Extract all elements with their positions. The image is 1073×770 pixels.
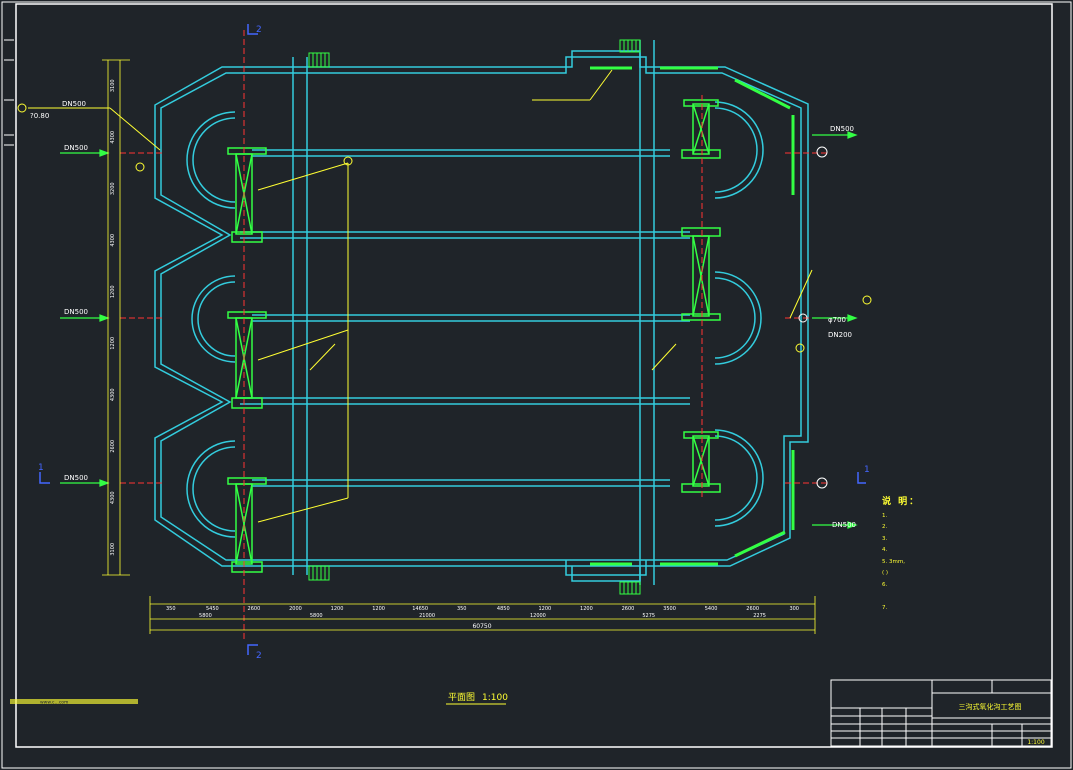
title-block [830, 679, 1052, 747]
footer-watermark-text: www.c...com [40, 701, 68, 706]
dimension-left-0: 3100 [110, 79, 116, 92]
section-mark-2-bottom: 2 [256, 651, 262, 661]
dimension-bottom-row2-4: 5275 [642, 613, 655, 619]
basin-inner-wall [160, 56, 802, 576]
dimension-bottom-row1-0: 350 [166, 606, 176, 612]
dimension-bottom-row2-2: 21000 [419, 613, 435, 619]
dimension-bottom-row1-6: 14650 [412, 606, 428, 612]
inlet-arrows [60, 131, 858, 529]
pipe-circles [798, 146, 828, 489]
note-line-8: 7. [882, 604, 888, 611]
callout-inlet-mid: DN500 [64, 308, 88, 316]
titleblock-scale: 1:100 [1027, 739, 1044, 746]
dimension-left-5: 1200 [110, 337, 116, 350]
dimension-bottom-row1-14: 2600 [746, 606, 759, 612]
dimension-left-3: 4300 [110, 234, 116, 247]
note-line-3: 4. [882, 547, 888, 553]
notes-heading: 说 明： [882, 497, 921, 507]
oxidation-ditch-outline [154, 50, 809, 582]
leader-lines [28, 69, 813, 523]
callout-outlet-mid-a: φ700 [828, 316, 846, 324]
centre-lines [120, 30, 830, 640]
note-line-5: ( ) [882, 570, 889, 576]
note-line-9 [882, 614, 1047, 626]
dimension-bottom-row1-10: 1200 [580, 606, 593, 612]
dimension-bottom-row1-11: 2600 [622, 606, 635, 612]
outlet-weirs [590, 66, 795, 566]
callout-inlet-bottom: DN500 [64, 474, 88, 482]
basin-outer-wall [154, 50, 809, 582]
channel-walls [240, 40, 690, 585]
dimension-left-7: 2600 [110, 440, 116, 453]
pipe-callouts: DN500 DN500 DN500 DN500 DN500 φ700 DN200… [30, 100, 856, 529]
left-margin-ticks [4, 39, 14, 146]
dimension-bottom-row1-12: 3500 [663, 606, 676, 612]
dimension-bottom-row2-5: 2275 [753, 613, 766, 619]
inner-frame-border [15, 3, 1053, 748]
callout-outlet-bottom: DN500 [832, 521, 856, 529]
dimension-bottom-row1-5: 1200 [372, 606, 385, 612]
dimension-bottom-row1-4: 1200 [331, 606, 344, 612]
note-line-7 [882, 591, 1047, 603]
note-line-4: 5. 3mm, [882, 558, 905, 565]
dimension-bottom-row2-1: 5800 [310, 613, 323, 619]
notes-lines: 1. 2. 3. 4. 5. 3mm, ( ) 6. 7. [882, 511, 1047, 626]
callout-outlet-top: DN500 [830, 125, 854, 133]
note-line-1: 2. [882, 524, 888, 530]
aerator-platforms [227, 99, 721, 573]
dimension-bottom-row1-3: 2000 [289, 606, 302, 612]
dimension-left-6: 4300 [110, 388, 116, 401]
footer-watermark-bar [10, 699, 138, 704]
dimension-bottom-row1-13: 5400 [705, 606, 718, 612]
callout-top-left-a: DN500 [62, 100, 86, 108]
dimension-left-2: 3200 [110, 182, 116, 195]
plan-scale: 1:100 [482, 693, 508, 703]
callout-outlet-mid-b: DN200 [828, 331, 852, 339]
dimension-bottom-row1-8: 4850 [497, 606, 510, 612]
titleblock-drawing-name: 三沟式氧化沟工艺图 [959, 702, 1022, 711]
dimension-bottom-row1-15: 300 [789, 606, 799, 612]
left-dimensions: 3100 4300 3200 4300 1200 1200 4300 2600 4300 3100 [110, 79, 116, 555]
callout-top-left-b: ?0.80 [30, 112, 49, 120]
bottom-dimension-lines [149, 596, 816, 634]
section-mark-1-left: 1 [38, 463, 44, 473]
note-line-6: 6. [882, 581, 888, 588]
dimension-bottom-row1-9: 1200 [538, 606, 551, 612]
section-markers [39, 24, 866, 655]
dimension-left-1: 4300 [110, 131, 116, 144]
section-mark-2-top: 2 [256, 25, 262, 35]
dimension-left-9: 3100 [110, 543, 116, 556]
design-notes: 说 明： 1. 2. 3. 4. 5. 3mm, ( ) 6. 7. [882, 497, 1047, 626]
right-baffles [714, 101, 764, 527]
dimension-total: 60750 [472, 623, 491, 630]
dimension-bottom-row2-0: 5800 [199, 613, 212, 619]
dimension-bottom-row1-1: 5450 [206, 606, 219, 612]
dimension-bottom-row1-2: 2600 [248, 606, 261, 612]
left-dimension-lines [102, 59, 130, 576]
balloon-markers [17, 103, 872, 353]
left-baffles [186, 111, 236, 538]
note-line-0: 1. [882, 512, 888, 519]
section-mark-1-right: 1 [864, 465, 870, 475]
callout-inlet-top: DN500 [64, 144, 88, 152]
dimension-bottom-row1-7: 350 [457, 606, 467, 612]
plan-label: 平面图 [448, 692, 475, 703]
stair-hatches [308, 39, 641, 595]
dimension-bottom-row2-3: 12000 [530, 613, 546, 619]
dimension-left-4: 1200 [110, 285, 116, 298]
dimension-left-8: 4300 [110, 491, 116, 504]
note-line-2: 3. [882, 535, 888, 542]
